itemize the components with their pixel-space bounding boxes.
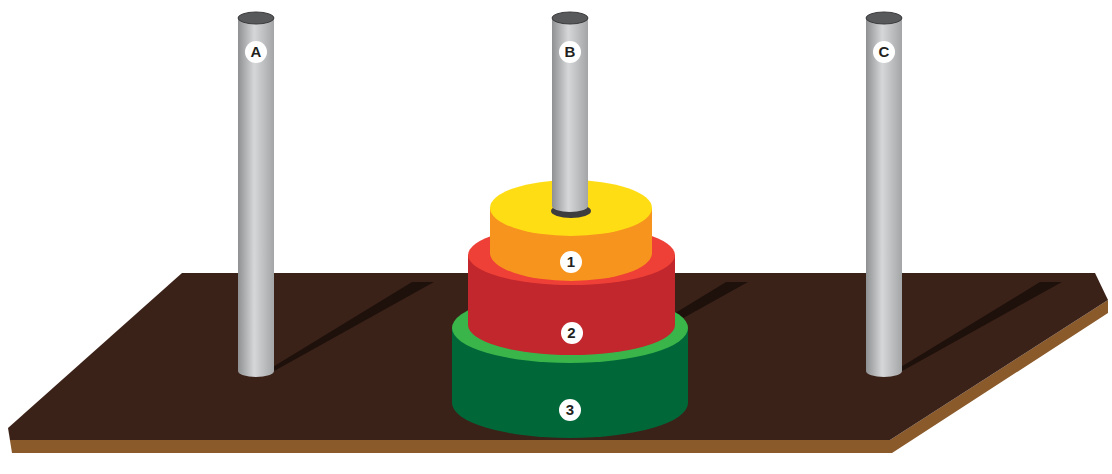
peg-letter: B — [559, 41, 581, 63]
peg-rod: C — [866, 12, 902, 377]
disk-hole — [551, 204, 591, 218]
disk-number: 2 — [561, 322, 583, 344]
peg-shape — [238, 12, 274, 377]
peg-shape — [866, 12, 902, 377]
peg-shadow — [258, 282, 434, 376]
peg-body — [238, 18, 274, 371]
peg-body — [552, 18, 588, 206]
peg-cap — [866, 12, 902, 24]
disk-number: 3 — [559, 399, 581, 421]
disk-top — [468, 225, 675, 285]
peg-rod: A — [238, 12, 274, 377]
peg-body — [866, 18, 902, 371]
peg-cap — [238, 12, 274, 24]
peg-shadow — [886, 282, 1062, 376]
peg-letter: A — [245, 41, 267, 63]
peg-letter: C — [873, 41, 895, 63]
disk-top — [490, 180, 652, 236]
disk-top — [452, 293, 688, 363]
disk-number: 1 — [560, 251, 582, 273]
peg-rod: B — [552, 12, 588, 212]
peg-cap — [552, 12, 588, 24]
